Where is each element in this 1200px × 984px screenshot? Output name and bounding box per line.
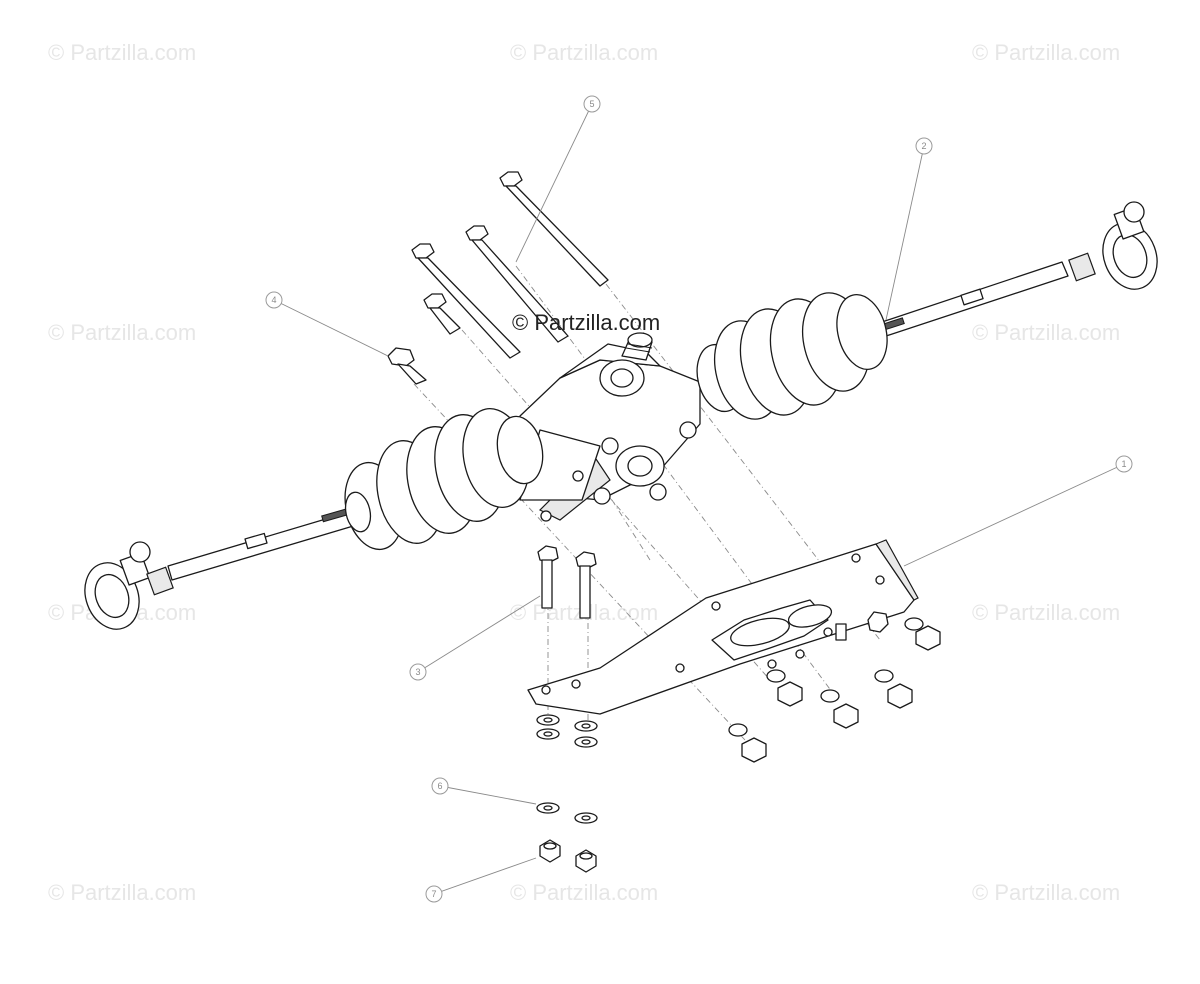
watermark-bottom-right: © Partzilla.com bbox=[972, 880, 1120, 905]
rack-housing bbox=[519, 343, 701, 522]
tie-rod-left bbox=[84, 507, 361, 630]
boot-left bbox=[344, 407, 544, 551]
callout-label-5: 5 bbox=[589, 99, 594, 109]
callout-label-6: 6 bbox=[437, 781, 442, 791]
short-bolt bbox=[387, 347, 427, 385]
watermark-bottom-center: © Partzilla.com bbox=[510, 880, 658, 905]
callout-label-7: 7 bbox=[431, 889, 436, 899]
callout-label-3: 3 bbox=[415, 667, 420, 677]
washers-and-nuts bbox=[536, 611, 941, 873]
callout-circle-2 bbox=[915, 137, 933, 155]
washer-group-left bbox=[536, 714, 598, 748]
callout-circle-1 bbox=[1115, 455, 1133, 473]
pinion-shaft bbox=[621, 332, 653, 361]
watermark-center-dark: © Partzilla.com bbox=[512, 310, 660, 335]
callouts: 5 2 4 1 3 6 7 bbox=[265, 95, 1133, 903]
callout-circle-4 bbox=[265, 291, 283, 309]
watermark-top-right: © Partzilla.com bbox=[972, 40, 1120, 65]
loose-nuts bbox=[539, 839, 597, 873]
watermark-top-center: © Partzilla.com bbox=[510, 40, 658, 65]
watermark-mid-left: © Partzilla.com bbox=[48, 320, 196, 345]
callout-label-2: 2 bbox=[921, 141, 926, 151]
callout-circle-7 bbox=[425, 885, 443, 903]
vertical-bolts bbox=[537, 545, 597, 619]
watermark-top-left: © Partzilla.com bbox=[48, 40, 196, 65]
watermark-layer: © Partzilla.com © Partzilla.com © Partzi… bbox=[48, 40, 1120, 905]
callout-circle-5 bbox=[583, 95, 601, 113]
watermark-bottom-left: © Partzilla.com bbox=[48, 880, 196, 905]
long-bolt-d bbox=[423, 293, 461, 335]
long-bolts bbox=[411, 171, 609, 359]
boot-right bbox=[696, 292, 888, 420]
long-bolt-c bbox=[411, 243, 521, 359]
watermark-mid-right: © Partzilla.com bbox=[972, 320, 1120, 345]
mounting-bracket bbox=[527, 539, 919, 715]
nut-group-right bbox=[728, 611, 941, 763]
callout-label-4: 4 bbox=[271, 295, 276, 305]
loose-washers bbox=[536, 802, 598, 824]
watermark-low-right: © Partzilla.com bbox=[972, 600, 1120, 625]
long-bolt-a bbox=[499, 171, 609, 287]
long-bolt-b bbox=[465, 225, 569, 343]
tie-rod-right bbox=[863, 201, 1158, 343]
callout-label-1: 1 bbox=[1121, 459, 1126, 469]
callout-circle-3 bbox=[409, 663, 427, 681]
callout-circle-6 bbox=[431, 777, 449, 795]
